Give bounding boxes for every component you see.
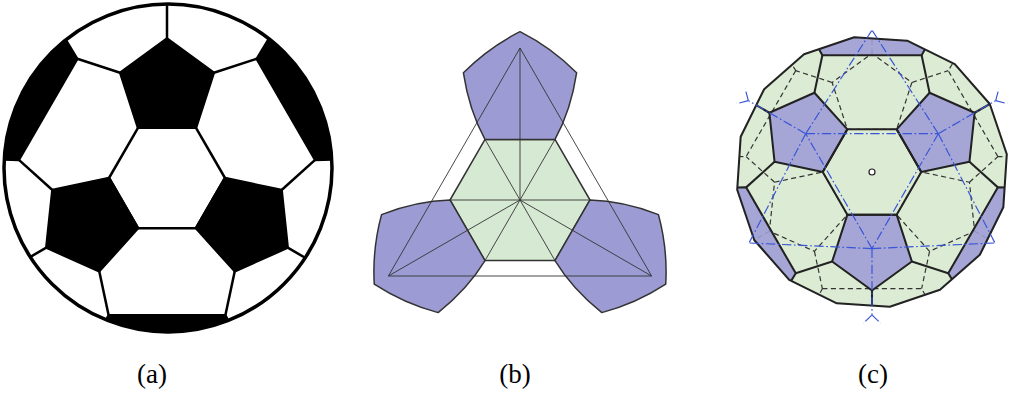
figure-label: (c) [858,360,888,390]
center-dot [869,169,875,175]
construction-lines [388,48,651,276]
figure-label: (a) [137,360,167,390]
hidden-edges [684,0,1014,341]
polyhedron-outline [686,0,1014,358]
soccer-ball [0,0,412,390]
truncated-icosahedron [610,0,1014,399]
ball-hexagon [109,128,225,228]
polyhedron-ground [686,0,1014,358]
ball-patch [0,0,412,377]
hexagon-pentagon-net [346,32,694,333]
polyhedron-face [684,3,1014,353]
icosahedron-lines [618,0,1014,399]
ball-outline [4,4,332,332]
hidden-edges [664,0,1014,341]
polyhedron-hexagon [810,108,933,236]
figure-label: (b) [499,360,530,390]
